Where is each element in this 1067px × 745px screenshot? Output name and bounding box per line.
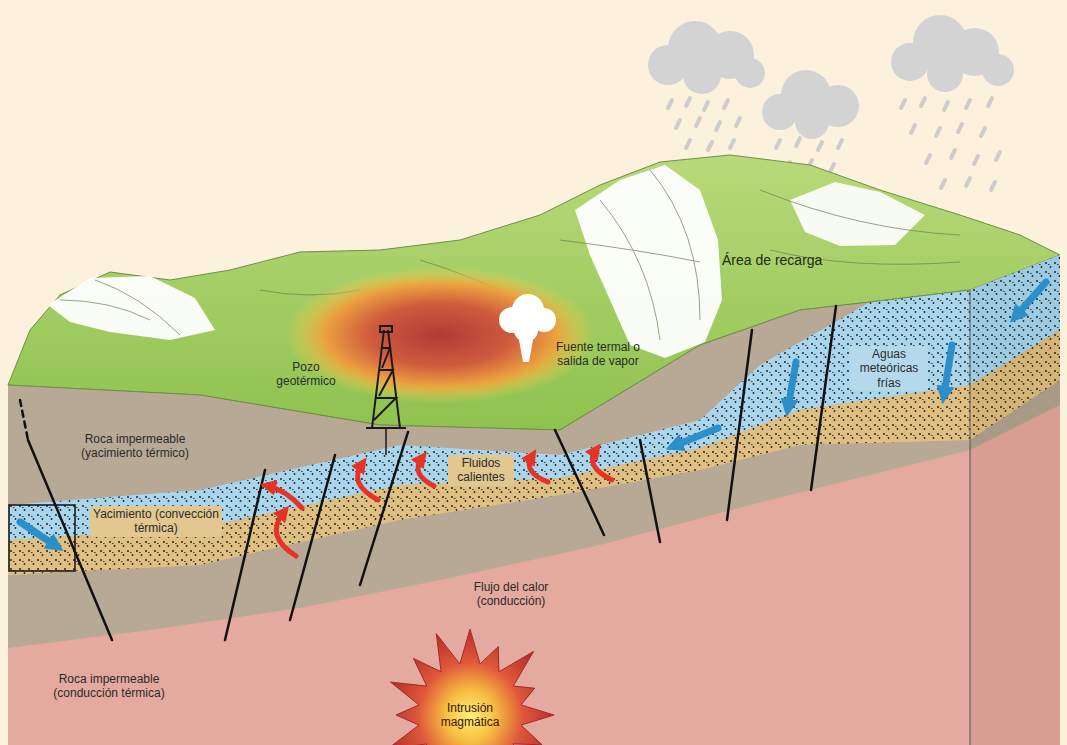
water-flow-arrow bbox=[674, 428, 718, 446]
reservoir-label: Yacimiento (convección térmica) bbox=[90, 506, 222, 537]
ground-side bbox=[970, 255, 1060, 745]
terrain-surface bbox=[60, 300, 150, 320]
drilling-derrick bbox=[385, 428, 387, 455]
fault-line bbox=[360, 432, 408, 585]
cloud bbox=[982, 54, 1014, 86]
water-flow-arrow bbox=[20, 522, 56, 546]
convection-arrow bbox=[529, 456, 548, 482]
fault-line bbox=[28, 440, 112, 640]
rock-label: Roca impermeable (yacimiento térmico) bbox=[66, 432, 204, 461]
fluid-label: Fluidos calientes bbox=[448, 455, 514, 486]
fault-line bbox=[225, 470, 265, 640]
convection-arrow bbox=[418, 458, 434, 486]
magma-star bbox=[387, 629, 554, 745]
heat-flow-label: Flujo del calor (conducción) bbox=[455, 580, 567, 609]
water-flow-arrow bbox=[20, 282, 1046, 546]
ground-side bbox=[970, 255, 1060, 745]
rock-label: Roca impermeable (conducción térmica) bbox=[38, 672, 180, 701]
fault-line bbox=[727, 330, 752, 520]
steam-vent bbox=[514, 318, 538, 342]
water-label: Aguas meteóricas frías bbox=[850, 346, 928, 391]
terrain-surface bbox=[600, 200, 660, 340]
fault-line bbox=[20, 306, 836, 640]
water-flow-arrow bbox=[944, 345, 952, 395]
fault-line bbox=[811, 306, 836, 490]
fault-line bbox=[555, 430, 604, 535]
terrain-surface bbox=[760, 190, 960, 235]
terrain-surface bbox=[8, 155, 1060, 430]
terrain-surface bbox=[560, 240, 700, 262]
ground-section bbox=[8, 290, 970, 575]
steam-vent bbox=[499, 294, 556, 362]
convection-arrow bbox=[592, 450, 612, 480]
ground-side bbox=[970, 290, 971, 745]
water-flow-arrow bbox=[788, 362, 796, 408]
convection-arrow bbox=[268, 450, 612, 556]
drilling-derrick bbox=[366, 326, 406, 455]
drilling-derrick bbox=[374, 348, 396, 420]
ground-side bbox=[970, 405, 1060, 745]
fault-line bbox=[640, 440, 660, 542]
inset-frame bbox=[9, 505, 75, 571]
ground-section bbox=[8, 290, 970, 430]
convection-arrow bbox=[358, 464, 378, 500]
cloud bbox=[927, 56, 963, 92]
fault-line bbox=[20, 400, 28, 440]
rain bbox=[901, 98, 1000, 190]
terrain-surface bbox=[8, 155, 1060, 430]
ground-side bbox=[970, 255, 1060, 440]
cloud bbox=[795, 105, 829, 139]
terrain-surface bbox=[48, 276, 215, 340]
fault-line bbox=[290, 455, 335, 620]
terrain-surface bbox=[95, 280, 180, 335]
convection-arrow bbox=[276, 512, 296, 556]
node-text: Intrusión magmática bbox=[430, 701, 510, 730]
region-label: Área de recarga bbox=[722, 252, 872, 269]
terrain-surface bbox=[650, 170, 700, 320]
magma-intrusion: Intrusión magmática bbox=[380, 625, 560, 745]
spring-label: Fuente termal o salida de vapor bbox=[548, 340, 648, 369]
water-flow-arrow bbox=[1016, 282, 1046, 316]
steam-vent bbox=[519, 340, 533, 362]
cloud bbox=[683, 56, 721, 94]
well-label: Pozo geotérmico bbox=[268, 360, 344, 389]
rain bbox=[668, 98, 740, 150]
convection-arrow bbox=[268, 486, 302, 508]
terrain-surface bbox=[790, 182, 925, 246]
drilling-derrick bbox=[372, 326, 400, 428]
cloud bbox=[648, 15, 1014, 139]
cloud bbox=[735, 58, 765, 88]
